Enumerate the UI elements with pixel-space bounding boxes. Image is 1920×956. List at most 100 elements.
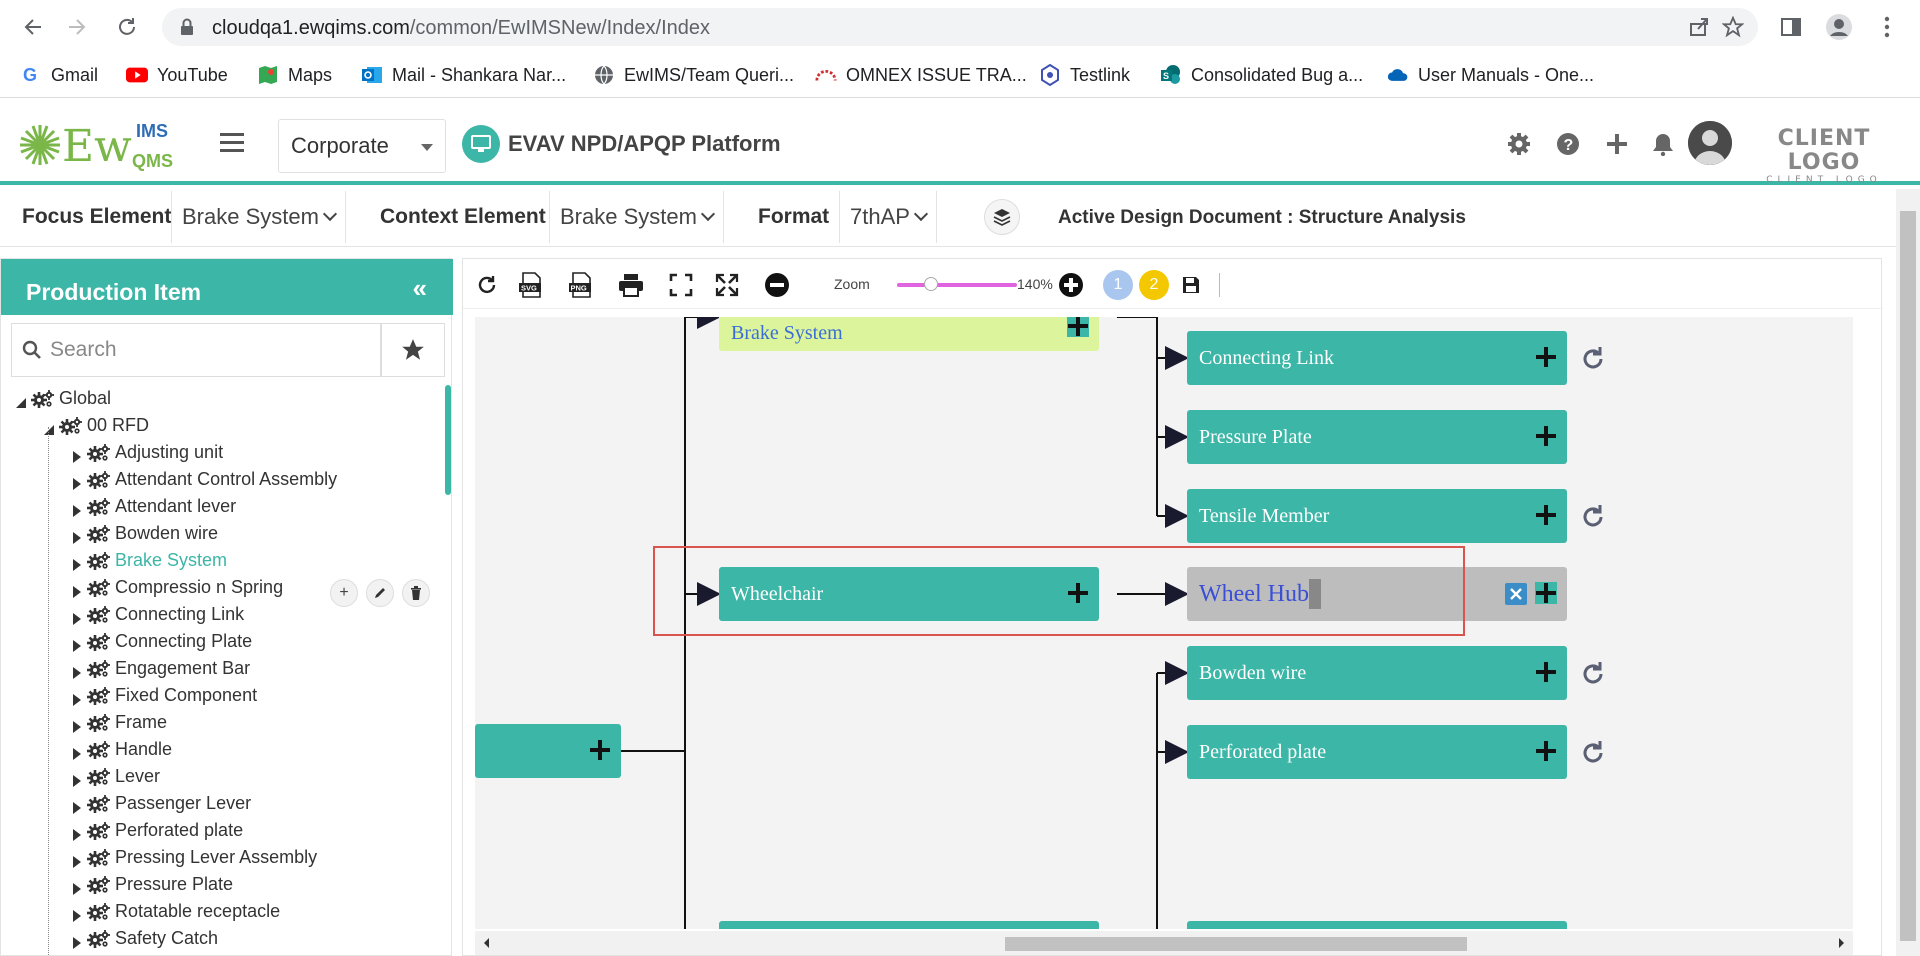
bookmark-gmail[interactable]: G Gmail	[20, 62, 98, 88]
corporate-select[interactable]: Corporate	[278, 119, 446, 173]
tree-item[interactable]: Fixed Component	[71, 682, 257, 709]
tree-item[interactable]: Engagement Bar	[71, 655, 250, 682]
favorite-star-button[interactable]	[381, 323, 445, 377]
notification-bell-icon[interactable]	[1648, 129, 1678, 159]
zoom-out-icon[interactable]	[763, 271, 791, 299]
expand-triangle-icon[interactable]	[71, 609, 83, 625]
expand-plus-icon[interactable]	[1535, 346, 1557, 368]
add-icon[interactable]	[1602, 129, 1632, 159]
delete-trash-icon[interactable]	[402, 579, 430, 607]
scrollbar-thumb[interactable]	[1005, 937, 1467, 951]
expand-triangle-icon[interactable]	[71, 744, 83, 760]
pressure-plate-node[interactable]: Pressure Plate	[1187, 410, 1567, 464]
export-svg-icon[interactable]: SVG	[517, 271, 545, 299]
expand-triangle-icon[interactable]	[71, 690, 83, 706]
wheel-hub-node[interactable]: Wheel Hub	[1187, 567, 1567, 621]
collapse-triangle-icon[interactable]	[43, 420, 55, 435]
expand-plus-icon[interactable]	[1535, 504, 1557, 526]
save-icon[interactable]	[1177, 271, 1205, 299]
tree-item[interactable]: Safety Catch	[71, 925, 218, 952]
expand-triangle-icon[interactable]	[71, 474, 83, 490]
bookmark-team-queries[interactable]: EwIMS/Team Queri...	[593, 62, 794, 88]
tensile-member-node[interactable]: Tensile Member	[1187, 489, 1567, 543]
share-icon[interactable]	[1688, 16, 1710, 43]
expand-plus-icon[interactable]	[1535, 740, 1557, 762]
ewims-logo[interactable]: Ew IMS QMS	[18, 115, 198, 175]
expand-triangle-icon[interactable]	[71, 771, 83, 787]
perforated-plate-node[interactable]: Perforated plate	[1187, 725, 1567, 779]
expand-triangle-icon[interactable]	[71, 852, 83, 868]
fit-screen-icon[interactable]	[667, 271, 695, 299]
tree-item[interactable]: Adjusting unit	[71, 439, 223, 466]
edit-pencil-icon[interactable]	[366, 579, 394, 607]
export-png-icon[interactable]: PNG	[567, 271, 595, 299]
refresh-icon[interactable]	[1579, 503, 1607, 531]
expand-triangle-icon[interactable]	[71, 636, 83, 652]
expand-plus-icon[interactable]	[1535, 582, 1557, 604]
layers-icon[interactable]	[984, 199, 1020, 235]
zoom-in-icon[interactable]	[1057, 271, 1085, 299]
expand-triangle-icon[interactable]	[71, 663, 83, 679]
tree-item[interactable]: Attendant lever	[71, 493, 236, 520]
help-icon[interactable]: ?	[1553, 129, 1583, 159]
refresh-icon[interactable]	[1579, 660, 1607, 688]
connecting-link-node[interactable]: Connecting Link	[1187, 331, 1567, 385]
expand-triangle-icon[interactable]	[71, 825, 83, 841]
address-bar[interactable]: cloudqa1.ewqims.com/common/EwIMSNew/Inde…	[162, 8, 1758, 46]
bowden-wire-node[interactable]: Bowden wire	[1187, 646, 1567, 700]
reload-icon[interactable]	[112, 12, 142, 42]
level-1-badge[interactable]: 1	[1103, 270, 1133, 300]
structure-diagram-canvas[interactable]: Brake System Wheelchair Wheel Hub Connec…	[475, 317, 1853, 929]
zoom-slider-handle[interactable]	[923, 277, 938, 291]
expand-triangle-icon[interactable]	[71, 582, 83, 598]
settings-gear-icon[interactable]	[1504, 129, 1534, 159]
tree-item[interactable]: Compressio n Spring	[71, 574, 283, 601]
expand-triangle-icon[interactable]	[71, 528, 83, 544]
forward-icon[interactable]	[62, 12, 92, 42]
bookmark-mail[interactable]: Mail - Shankara Nar...	[361, 62, 566, 88]
expand-plus-icon[interactable]	[589, 739, 611, 761]
expand-plus-icon[interactable]	[1067, 582, 1089, 604]
expand-plus-icon[interactable]	[1067, 317, 1089, 337]
expand-triangle-icon[interactable]	[71, 555, 83, 571]
tree-item[interactable]: 00 RFD	[43, 412, 149, 439]
bookmark-star-icon[interactable]	[1721, 15, 1745, 43]
profile-icon[interactable]	[1824, 12, 1854, 42]
bookmark-omnex[interactable]: OMNEX ISSUE TRA...	[815, 62, 1027, 88]
format-select[interactable]: 7thAP	[839, 191, 937, 243]
brake-system-node[interactable]: Brake System	[719, 317, 1099, 351]
root-node[interactable]	[475, 724, 621, 778]
expand-triangle-icon[interactable]	[71, 906, 83, 922]
tree-scrollbar[interactable]	[445, 385, 451, 495]
refresh-icon[interactable]	[473, 271, 501, 299]
collapse-triangle-icon[interactable]	[15, 393, 27, 408]
tree-item[interactable]: Lever	[71, 763, 160, 790]
expand-triangle-icon[interactable]	[71, 717, 83, 733]
focus-element-select[interactable]: Brake System	[171, 191, 346, 243]
bookmark-user-manuals[interactable]: User Manuals - One...	[1387, 62, 1594, 88]
tree-item[interactable]: Passenger Lever	[71, 790, 251, 817]
tree-item[interactable]: Bowden wire	[71, 520, 218, 547]
menu-kebab-icon[interactable]	[1872, 12, 1902, 42]
level-2-badge[interactable]: 2	[1139, 270, 1169, 300]
user-avatar[interactable]	[1688, 121, 1732, 165]
tree-item[interactable]: Rotatable receptacle	[71, 898, 280, 925]
diagram-horizontal-scrollbar[interactable]	[475, 931, 1853, 955]
expand-plus-icon[interactable]	[1535, 425, 1557, 447]
expand-triangle-icon[interactable]	[71, 501, 83, 517]
expand-triangle-icon[interactable]	[71, 933, 83, 949]
tree-item[interactable]: Handle	[71, 736, 172, 763]
expand-arrows-icon[interactable]	[713, 271, 741, 299]
tree-item[interactable]: Pressing Lever Assembly	[71, 844, 317, 871]
refresh-icon[interactable]	[1579, 345, 1607, 373]
node-label-input[interactable]: Wheel Hub	[1199, 580, 1309, 607]
tree-item[interactable]: Brake System	[71, 547, 227, 574]
tree-item[interactable]: Connecting Link	[71, 601, 244, 628]
bookmark-maps[interactable]: Maps	[257, 62, 332, 88]
tree-item[interactable]: Connecting Plate	[71, 628, 252, 655]
tree-item[interactable]: Pressure Plate	[71, 871, 233, 898]
bookmark-consolidated-bug[interactable]: S Consolidated Bug a...	[1160, 62, 1363, 88]
collapse-double-chevron-icon[interactable]: «	[412, 273, 427, 303]
partial-node[interactable]	[1187, 921, 1567, 929]
scrollbar-thumb[interactable]	[1900, 211, 1916, 941]
